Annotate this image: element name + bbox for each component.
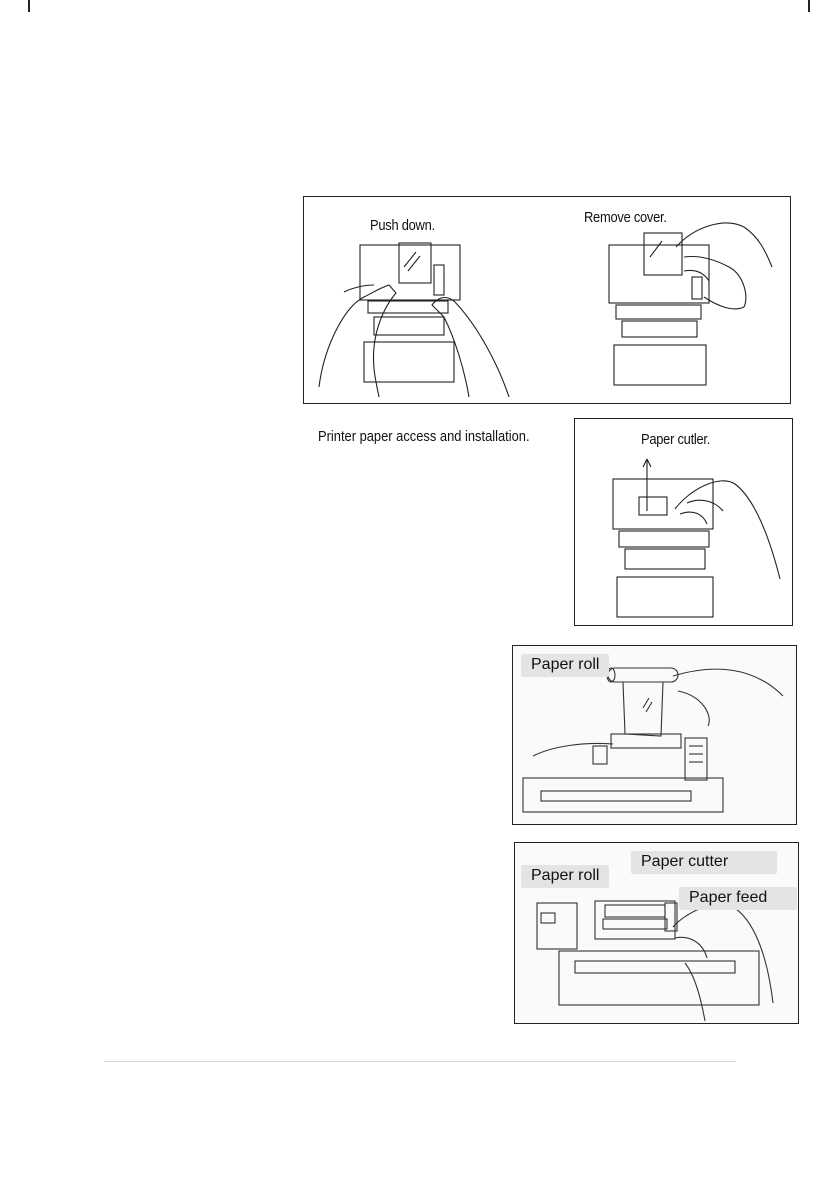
crop-mark-right: [808, 0, 810, 12]
label-remove-cover: Remove cover.: [584, 209, 667, 226]
figure-caption: Printer paper access and installation.: [318, 428, 530, 445]
tag-paper-feed: Paper feed: [679, 887, 797, 910]
footer-rule: [104, 1061, 736, 1062]
figure-paper-roll: Paper roll: [512, 645, 797, 825]
illustration-cutter: [575, 419, 792, 625]
tag-paper-cutter: Paper cutter: [631, 851, 777, 874]
label-paper-cutler: Paper cutler.: [641, 431, 710, 448]
figure-paper-feed: Paper roll Paper cutter Paper feed: [514, 842, 799, 1024]
figure-push-down-remove-cover: Push down. Remove cover.: [303, 196, 791, 404]
tag-paper-roll-final: Paper roll: [521, 865, 609, 888]
label-push-down: Push down.: [370, 217, 435, 234]
tag-paper-roll: Paper roll: [521, 654, 609, 677]
figure-paper-cutter: Paper cutler.: [574, 418, 793, 626]
crop-mark-left: [28, 0, 30, 12]
